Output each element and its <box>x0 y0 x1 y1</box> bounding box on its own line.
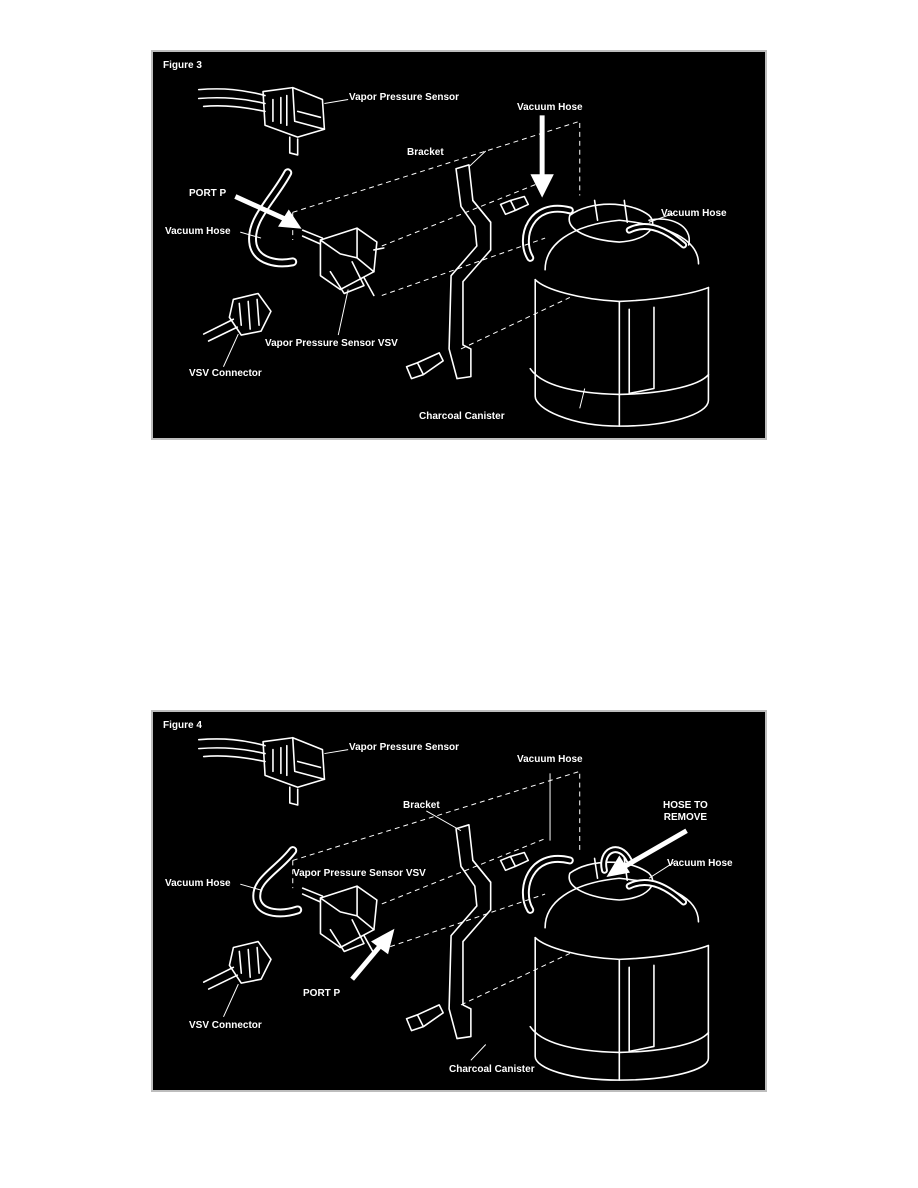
figure-4-diagram <box>197 736 710 1081</box>
sensor-wire <box>197 96 266 105</box>
label-vsv-connector: VSV Connector <box>189 368 262 379</box>
leader-lines <box>222 99 674 409</box>
label-vacuum-hose-left: Vacuum Hose <box>165 226 231 237</box>
vapor-pressure-sensor-vsv <box>301 227 385 297</box>
charcoal-canister <box>529 199 710 427</box>
port-arrow <box>234 194 289 223</box>
label-vacuum-hose-right: Vacuum Hose <box>667 858 733 869</box>
label-charcoal-canister: Charcoal Canister <box>449 1064 535 1075</box>
sensor-wire <box>197 738 266 747</box>
vsv-connector <box>202 940 272 990</box>
vapor-pressure-sensor <box>262 86 326 156</box>
vacuum-hose-left <box>252 846 303 918</box>
figure-title: Figure 3 <box>163 60 202 71</box>
charcoal-canister <box>529 857 710 1081</box>
bracket <box>448 164 492 380</box>
figure-3-panel: Figure 3 Vapor Pressure Sensor Vacuum Ho… <box>151 50 767 440</box>
bolt-lower <box>405 1004 444 1032</box>
vacuum-hose-canister <box>521 846 688 914</box>
arrows <box>234 115 554 229</box>
label-vsv-connector: VSV Connector <box>189 1020 262 1031</box>
label-vacuum-hose-top: Vacuum Hose <box>517 102 583 113</box>
sensor-wire <box>202 755 266 763</box>
vacuum-hose-canister <box>521 204 688 262</box>
sensor-wire <box>202 105 266 113</box>
label-bracket: Bracket <box>403 800 440 811</box>
sensor-wire <box>197 747 266 755</box>
leader-lines <box>223 749 674 1061</box>
label-vsv: Vapor Pressure Sensor VSV <box>265 338 398 349</box>
label-hose-to-remove: HOSE TO REMOVE <box>663 800 708 823</box>
vapor-pressure-sensor-vsv <box>301 885 378 955</box>
label-port: PORT P <box>189 188 227 199</box>
label-vacuum-hose-right: Vacuum Hose <box>661 208 727 219</box>
assembly-lines <box>292 770 581 1006</box>
figure-4-panel: Figure 4 Vapor Pressure Sensor Vacuum Ho… <box>151 710 767 1092</box>
label-vapor-pressure-sensor: Vapor Pressure Sensor <box>349 742 460 753</box>
sensor-wire <box>197 88 266 97</box>
label-port: PORT P <box>303 988 341 999</box>
vapor-pressure-sensor <box>262 736 326 806</box>
label-vacuum-hose-top: Vacuum Hose <box>517 754 583 765</box>
label-vacuum-hose-left: Vacuum Hose <box>165 878 231 889</box>
vsv-connector <box>202 292 272 342</box>
bolt-upper <box>499 851 530 872</box>
port-arrow <box>350 939 386 981</box>
label-bracket: Bracket <box>407 147 444 158</box>
figure-title: Figure 4 <box>163 720 202 731</box>
bolt-upper <box>499 195 530 216</box>
arrows <box>350 828 688 981</box>
figure-3-diagram <box>197 86 710 427</box>
label-vapor-pressure-sensor: Vapor Pressure Sensor <box>349 92 460 103</box>
vacuum-hose-left <box>248 168 298 268</box>
bracket <box>448 824 492 1040</box>
hose-to-remove-arrow <box>620 828 688 871</box>
label-vsv: Vapor Pressure Sensor VSV <box>293 868 426 879</box>
bolt-lower <box>405 352 444 380</box>
label-charcoal-canister: Charcoal Canister <box>419 411 505 422</box>
